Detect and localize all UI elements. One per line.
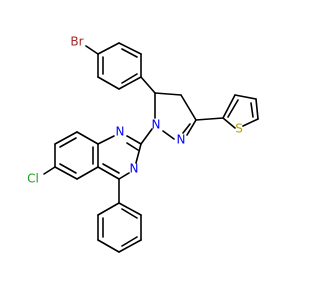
bond [97, 76, 120, 90]
bond [76, 131, 99, 145]
bond [234, 94, 257, 100]
bond [76, 166, 99, 180]
bond [97, 239, 120, 253]
bond [162, 130, 175, 140]
bonds [43, 42, 259, 253]
bond-double [121, 48, 138, 58]
bond [97, 135, 115, 145]
atom-bromine: Br [70, 35, 83, 49]
bond [186, 119, 197, 136]
bond [118, 42, 142, 55]
atom-nitrogen-quinazoline-3: N [130, 162, 139, 176]
bond [242, 118, 259, 127]
atom-sulfur: S [235, 122, 243, 136]
bond-double [250, 102, 254, 118]
bond [135, 143, 142, 164]
bond [54, 166, 78, 180]
bond [222, 117, 236, 129]
bond-double [182, 123, 191, 134]
bond [97, 202, 120, 216]
bond [118, 239, 142, 253]
bond-double [126, 142, 139, 151]
bond [85, 45, 99, 55]
bond [255, 98, 259, 120]
atom-nitrogen-quinazoline-1: N [116, 125, 125, 139]
bond [54, 131, 78, 145]
molecule-canvas: Br S N N N N Cl [27, 34, 259, 253]
atom-chlorine: Cl [27, 172, 39, 186]
bond [222, 94, 236, 119]
bond [118, 76, 142, 90]
bond-double [121, 73, 138, 84]
bond [118, 172, 130, 180]
bond-double [121, 208, 138, 219]
bond-double [227, 99, 239, 118]
bond-double [59, 137, 77, 148]
bond [195, 117, 224, 121]
bond-double [59, 163, 77, 174]
bond-double [121, 236, 138, 247]
atom-labels: Br S N N N N Cl [27, 35, 243, 186]
atom-nitrogen-pyrazoline-2: N [177, 133, 186, 147]
bond [180, 94, 197, 121]
bond [140, 128, 153, 145]
bond [43, 166, 56, 175]
bond [140, 76, 156, 94]
bond [118, 202, 142, 216]
bond [126, 135, 142, 145]
bond [97, 42, 120, 55]
molecule-structure: Br S N N N N Cl [27, 35, 259, 253]
bond [97, 166, 120, 180]
bond [154, 92, 182, 96]
bond-double [102, 163, 120, 174]
atom-nitrogen-pyrazoline-1: N [152, 118, 161, 132]
